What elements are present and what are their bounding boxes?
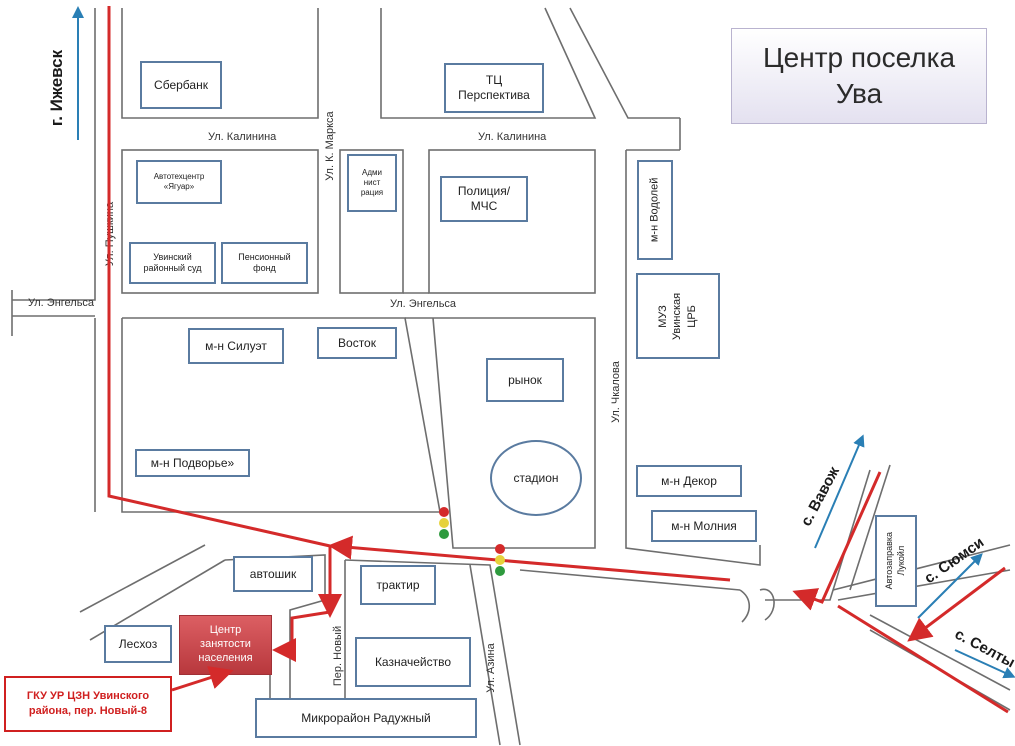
route-to-center (272, 610, 331, 662)
siluet-box: м-н Силуэт (188, 328, 284, 364)
molniya-box: м-н Молния (651, 510, 757, 542)
street-kalinina-left: Ул. Калинина (208, 131, 277, 143)
police-box: Полиция/ МЧС (440, 176, 528, 222)
vodoley-box: м-н Водолей (637, 160, 673, 260)
dekor-box: м-н Декор (636, 465, 742, 497)
hospital-box: МУЗ Увинская ЦРБ (636, 273, 720, 359)
court-box: Увинский районный суд (129, 242, 216, 284)
administration-line-2: нист (363, 178, 381, 187)
center-line-3: населения (198, 651, 253, 664)
court-line-2: районный суд (143, 263, 202, 273)
court-line-1: Увинский (153, 251, 192, 262)
center-line-1: Центр (209, 624, 242, 637)
address-line-1: ГКУ УР ЦЗН Увинского (26, 689, 150, 702)
avtoshik-box: автошик (233, 556, 313, 592)
map-title: Центр поселка Ува (731, 28, 987, 124)
stadium-label: стадион (513, 471, 559, 485)
administration-line-1: Адми (362, 168, 382, 177)
title-line-2: Ува (835, 78, 883, 109)
street-kalinina-right: Ул. Калинина (478, 131, 547, 143)
route-from-vavozh (792, 471, 882, 611)
avtocenter-box: Автотехцентр «Ягуар» (136, 160, 222, 204)
traffic-light-1 (439, 507, 449, 539)
leshoz-box: Лесхоз (104, 625, 172, 663)
pension-box: Пенсионный фонд (221, 242, 308, 284)
administration-box: Адми нист рация (347, 154, 397, 212)
vostok-box: Восток (317, 327, 397, 359)
arrow-selty (954, 649, 1015, 679)
traffic-light-2 (495, 544, 505, 576)
pension-line-1: Пенсионный (238, 251, 291, 262)
route-from-selty (837, 604, 1009, 714)
center-line-2: занятости (200, 638, 251, 651)
police-line-1: Полиция/ (457, 184, 511, 198)
kaznacheystvo-box: Казначейство (355, 637, 471, 687)
podvorie-box: м-н Подворье» (135, 449, 250, 477)
avtocenter-line-2: «Ягуар» (163, 182, 195, 191)
employment-center-box: Центр занятости населения (179, 615, 272, 675)
title-line-1: Центр поселка (762, 41, 956, 73)
sberbank-box: Сбербанк (140, 61, 222, 109)
address-callout: ГКУ УР ЦЗН Увинского района, пер. Новый-… (4, 676, 172, 732)
street-engelsa-center: Ул. Энгельса (390, 298, 457, 310)
street-engelsa-left: Ул. Энгельса (28, 297, 95, 309)
address-line-2: района, пер. Новый-8 (28, 705, 148, 717)
avtocenter-line-1: Автотехцентр (153, 172, 205, 181)
tc-perspektiva-box: ТЦ Перспектива (444, 63, 544, 113)
police-line-2: МЧС (470, 199, 498, 213)
traktor-box: трактир (360, 565, 436, 605)
administration-line-3: рация (360, 188, 384, 197)
lukoil-box: Автозаправка Лукойл (875, 515, 917, 607)
tc-line-2: Перспектива (458, 88, 530, 102)
route-from-izhevsk (107, 6, 342, 618)
arrow-vavozh (814, 434, 865, 549)
stadium: стадион (490, 440, 582, 516)
route-from-syumsi (907, 566, 1006, 642)
rynok-box: рынок (486, 358, 564, 402)
route-from-east (328, 535, 731, 582)
arrow-syumsi (917, 553, 983, 619)
pension-line-2: фонд (253, 263, 276, 273)
address-pointer (171, 666, 234, 692)
tc-line-1: ТЦ (485, 73, 503, 87)
raduzhny-box: Микрорайон Радужный (255, 698, 477, 738)
